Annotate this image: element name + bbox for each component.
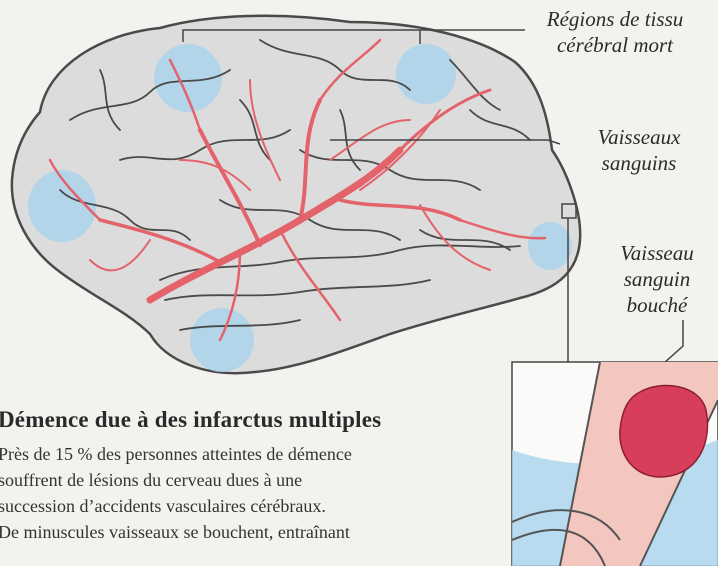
label-vessels-line2: sanguins [560, 150, 718, 176]
body-line: Près de 15 % des personnes atteintes de … [0, 441, 498, 467]
label-blocked-vessel: Vaisseau sanguin bouché [596, 240, 718, 318]
body-line: souffrent de lésions du cerveau dues à u… [0, 467, 498, 493]
body-text: Près de 15 % des personnes atteintes de … [0, 441, 498, 545]
label-dead-tissue-line1: Régions de tissu [512, 6, 718, 32]
section-title: Démence due à des infarctus multiples [0, 407, 381, 433]
label-blocked-line1: Vaisseau [596, 240, 718, 266]
label-dead-tissue-line2: cérébral mort [512, 32, 718, 58]
label-blocked-line3: bouché [596, 292, 718, 318]
label-dead-tissue: Régions de tissu cérébral mort [512, 6, 718, 58]
body-line: De minuscules vaisseaux se bouchent, ent… [0, 519, 498, 545]
label-vessels-line1: Vaisseaux [560, 124, 718, 150]
blocked-vessel-inset [512, 362, 718, 566]
brain-outline [12, 16, 580, 373]
label-blocked-line2: sanguin [596, 266, 718, 292]
blood-clot [620, 386, 708, 477]
body-line: succession d’accidents vasculaires céréb… [0, 493, 498, 519]
label-blood-vessels: Vaisseaux sanguins [560, 124, 718, 176]
